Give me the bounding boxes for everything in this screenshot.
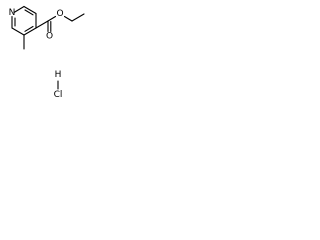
pyridine-ring	[11, 5, 37, 36]
atom-salt-hydrogen: H	[55, 70, 62, 80]
bond-c4-c5	[23, 27, 37, 36]
atom-ester-oxygen: O	[56, 9, 63, 19]
atom-salt-chlorine: Cl	[54, 90, 63, 100]
atom-ring-nitrogen: N	[9, 8, 16, 18]
molecule-canvas: N O O H Cl	[0, 0, 106, 102]
bond-c2-c3	[23, 5, 37, 15]
bond-ch2-ch3	[71, 13, 85, 22]
bond-o-ch2	[63, 15, 73, 22]
bond-c5-c6	[11, 27, 25, 36]
ester-group	[35, 13, 85, 33]
bond-ring-carbonyl	[35, 20, 49, 29]
bond-n-c2	[13, 5, 25, 14]
double-bond-c2-c3	[24, 9, 34, 16]
double-bond-c4-c5	[24, 25, 34, 32]
chemical-structure: N O O H Cl	[9, 5, 85, 100]
bond-carbonyl-ester-o	[47, 15, 57, 22]
atom-carbonyl-oxygen: O	[46, 32, 53, 42]
